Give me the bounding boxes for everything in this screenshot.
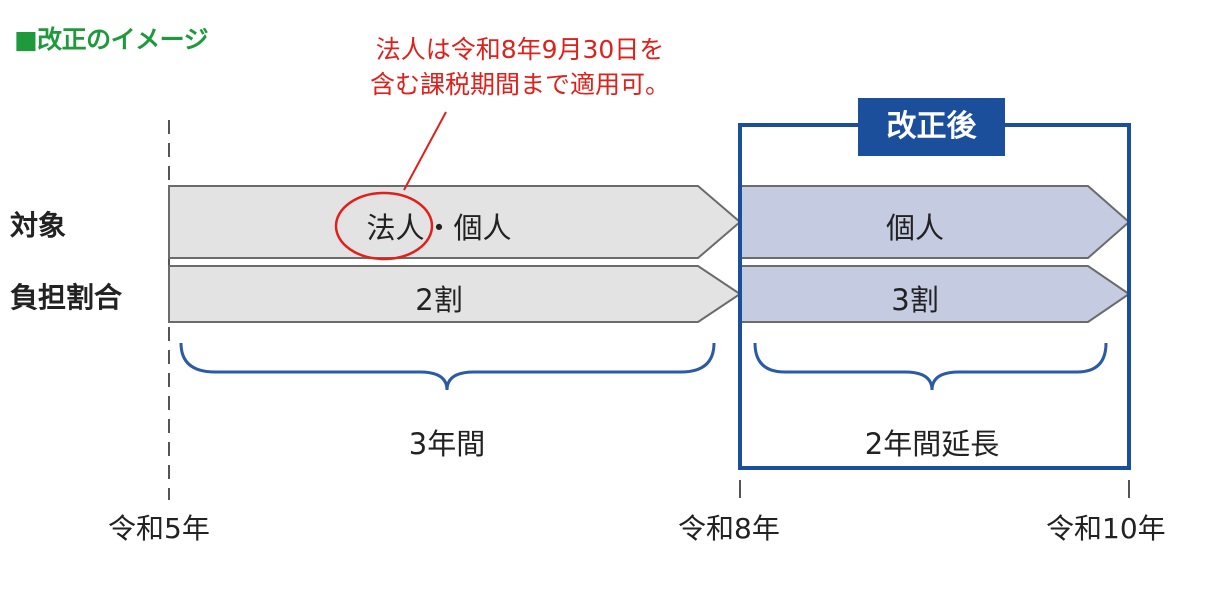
after-revision-label: 改正後 xyxy=(858,98,1005,156)
bar-after-ratio-text: 3割 xyxy=(891,283,939,317)
axis-label-middle: 令和8年 xyxy=(678,512,780,545)
axis-label-end: 令和10年 xyxy=(1046,512,1166,545)
bracket-before xyxy=(179,342,716,391)
row-label-target: 対象 xyxy=(10,209,67,242)
callout-leader xyxy=(403,111,447,191)
bracket-after-text: 2年間延長 xyxy=(864,427,1000,461)
bar-before-ratio xyxy=(168,265,742,323)
page-title: ■改正のイメージ xyxy=(14,25,209,54)
target-rest-text: ・個人 xyxy=(424,211,512,245)
bracket-after xyxy=(753,342,1108,391)
highlight-text: 法人 xyxy=(366,211,425,245)
callout-line-2: 含む課税期間まで適用可。 xyxy=(369,70,670,99)
row-label-ratio: 負担割合 xyxy=(10,281,123,314)
bar-before-target xyxy=(168,185,742,259)
bar-before-target-text: 法人・個人 xyxy=(169,205,709,247)
bracket-before-text: 3年間 xyxy=(408,427,486,461)
bar-after-target-text: 個人 xyxy=(885,211,944,245)
bar-before-ratio-text: 2割 xyxy=(415,283,463,317)
callout-note: 法人は令和8年9月30日を 含む課税期間まで適用可。 xyxy=(320,32,720,102)
callout-circle xyxy=(334,191,434,261)
callout-line-1: 法人は令和8年9月30日を xyxy=(375,35,665,64)
axis-label-start: 令和5年 xyxy=(108,512,210,545)
